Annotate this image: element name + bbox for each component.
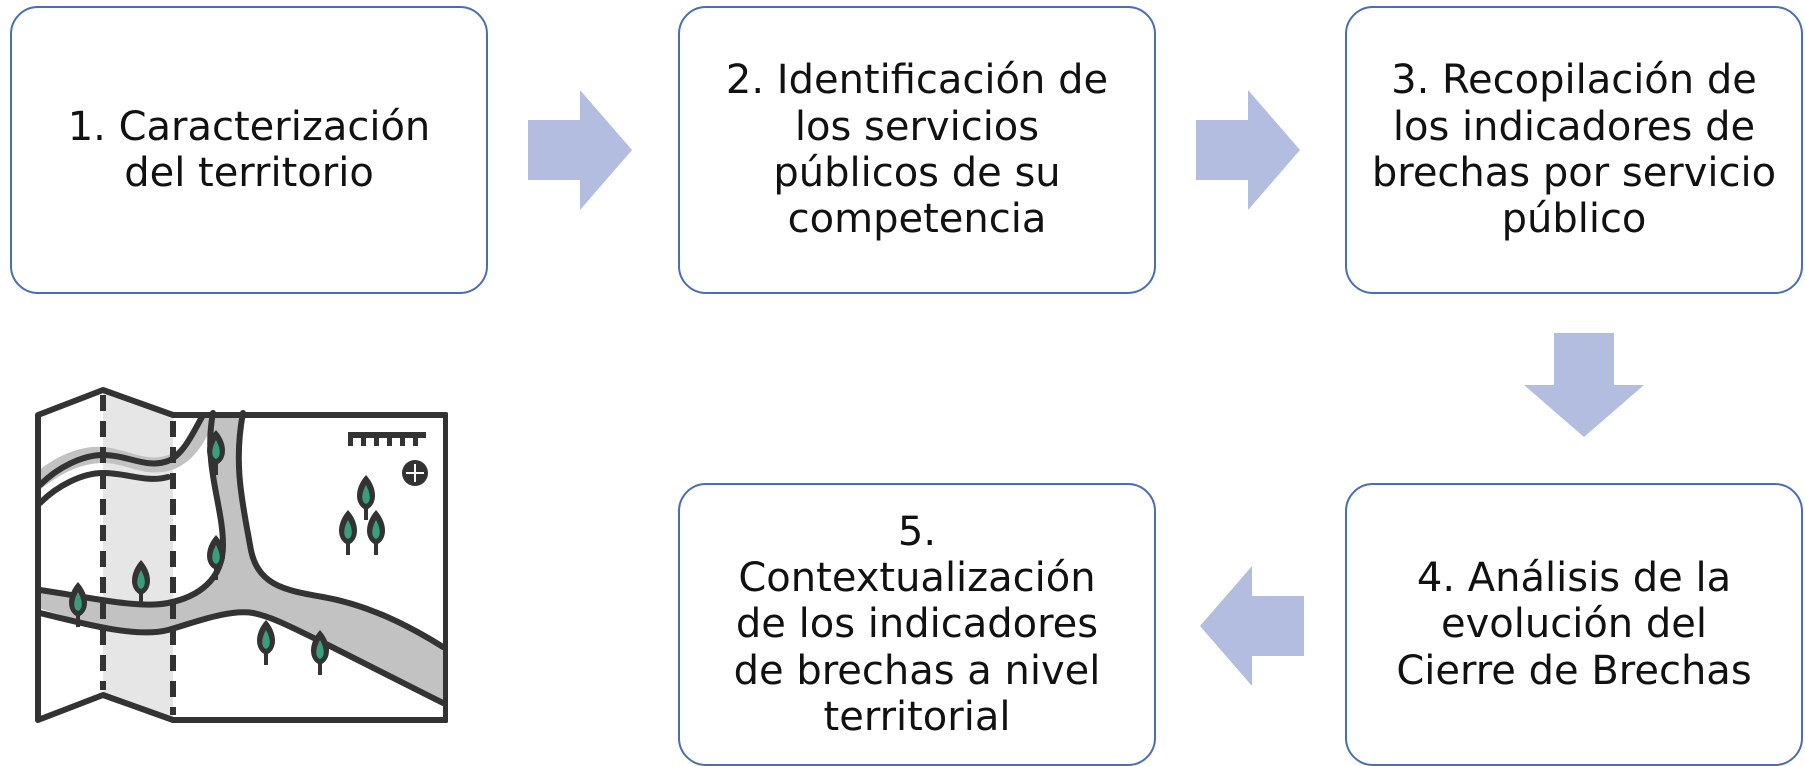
step-3-box: 3. Recopilación de los indicadores de br… <box>1345 6 1803 294</box>
arrow-right-icon <box>1196 90 1300 210</box>
step-5-box: 5. Contextualización de los indicadores … <box>678 483 1156 766</box>
step-4-box: 4. Análisis de la evolución del Cierre d… <box>1345 483 1803 766</box>
arrow-right-icon <box>528 90 632 210</box>
step-2-label: 2. Identificación de los servicios públi… <box>725 57 1109 243</box>
step-5-label: 5. Contextualización de los indicadores … <box>733 508 1101 741</box>
step-3-label: 3. Recopilación de los indicadores de br… <box>1371 57 1777 243</box>
tree-icon <box>69 430 385 675</box>
step-1-label: 1. Caracterización del territorio <box>67 103 431 196</box>
scale-bar-icon <box>348 432 426 446</box>
map-icon <box>35 387 448 723</box>
step-2-box: 2. Identificación de los servicios públi… <box>678 6 1156 294</box>
arrow-down-icon <box>1524 333 1644 437</box>
step-4-label: 4. Análisis de la evolución del Cierre d… <box>1396 554 1752 694</box>
arrow-left-icon <box>1200 566 1304 686</box>
compass-icon <box>402 460 428 486</box>
step-1-box: 1. Caracterización del territorio <box>10 6 488 294</box>
